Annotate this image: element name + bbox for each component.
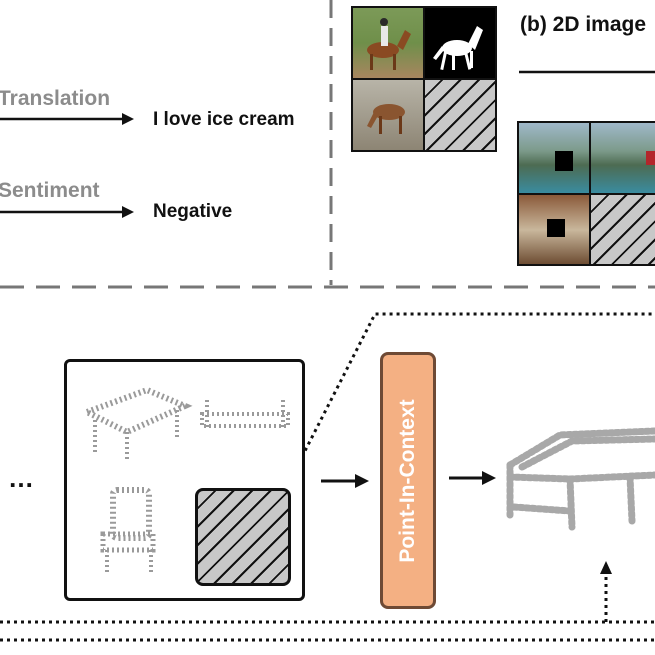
train-photo (591, 123, 655, 193)
horse-mask (425, 8, 495, 78)
mask-patch (555, 151, 573, 171)
horse-silhouette-icon (433, 26, 483, 71)
model-label: Point-In-Context (396, 398, 419, 563)
point-in-context-model: Point-In-Context (380, 352, 436, 609)
feedback-up-arrow (600, 561, 612, 622)
horse-rider-photo (353, 8, 423, 78)
query-placeholder-hatched (195, 488, 291, 586)
model-to-output-arrow (449, 471, 496, 485)
horse-icon (367, 18, 411, 70)
image-panel-title: (b) 2D image (520, 13, 647, 36)
translation-arrow (0, 113, 134, 125)
shop-photo-masked (519, 195, 589, 264)
train-photo-masked (519, 123, 589, 193)
query-placeholder-hatched (425, 80, 495, 150)
point-cloud-prompt-grid (64, 359, 305, 601)
bench-point-cloud (200, 400, 290, 430)
table-point-cloud (79, 386, 193, 460)
train-car (646, 151, 655, 165)
zoom-dotted-line (284, 312, 655, 489)
sentiment-output: Negative (153, 201, 233, 222)
query-placeholder-hatched (591, 195, 655, 264)
grazing-horse-photo (353, 80, 423, 150)
point-cloud-prompts (79, 386, 290, 574)
chair-point-cloud (100, 487, 156, 574)
sentiment-arrow (0, 206, 134, 218)
translation-output: I love ice cream (153, 109, 295, 130)
feedback-dotted-line (0, 620, 655, 642)
segmentation-prompt-grid (351, 6, 497, 152)
mask-patch (547, 219, 565, 237)
sentiment-task-label: Sentiment (0, 179, 100, 202)
output-point-cloud (506, 427, 655, 531)
translation-task-label: Translation (0, 87, 111, 110)
prompt-to-model-arrow (321, 474, 369, 488)
ellipsis: … (8, 463, 34, 493)
inpainting-prompt-grid (517, 121, 655, 266)
horse-icon (367, 104, 405, 134)
